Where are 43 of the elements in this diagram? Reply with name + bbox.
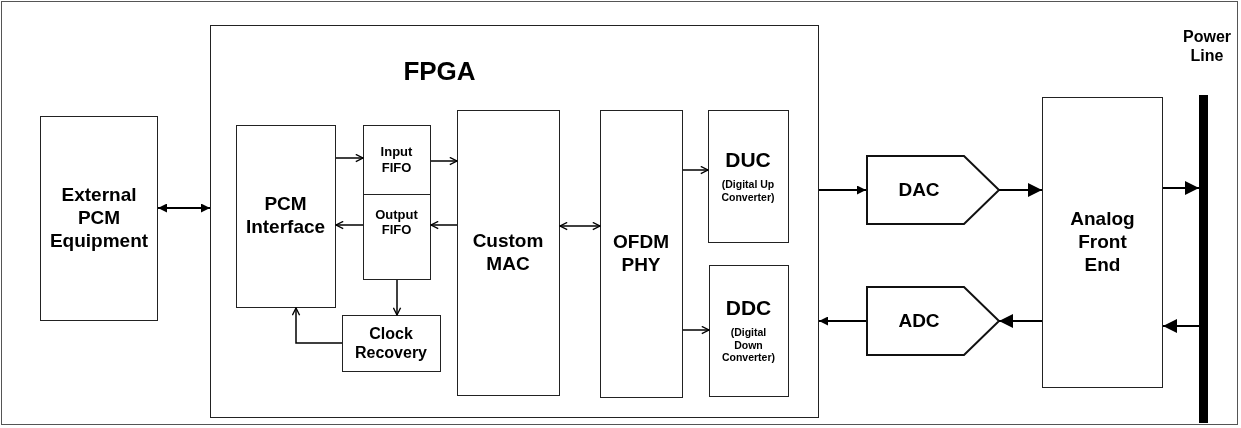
block-label: OFDM PHY: [612, 230, 670, 277]
arrow: [998, 314, 1043, 328]
arrow: [1162, 319, 1200, 333]
block-description: (Digital Up Converter): [720, 178, 776, 204]
arrow: [1162, 181, 1200, 195]
block-label: Output FIFO: [374, 206, 419, 238]
block-box: [456, 109, 560, 396]
arrow: [335, 220, 364, 230]
arrow: [335, 153, 364, 163]
block-box: [1042, 97, 1163, 388]
block-label: PCM Interface: [244, 193, 327, 239]
block-box: [341, 314, 441, 372]
arrow: [430, 156, 458, 166]
block-label: Input FIFO: [379, 143, 414, 176]
block-label: DAC: [898, 178, 940, 202]
block-label: External PCM Equipment: [48, 184, 150, 253]
block-box: [362, 194, 431, 280]
block-label: Analog Front End: [1069, 208, 1136, 277]
arrow: [818, 185, 867, 195]
block-box: [40, 116, 158, 321]
block-label: Custom MAC: [471, 229, 545, 276]
block-label: ADC: [898, 309, 940, 333]
block-label: Clock Recovery: [353, 323, 428, 363]
block-description: (Digital Down Converter): [720, 326, 777, 364]
fpga-container: [210, 25, 819, 418]
arrow: [559, 221, 601, 231]
arrow: [818, 316, 867, 326]
arrow: [682, 165, 709, 175]
block-box: [708, 264, 789, 397]
block-box: [599, 109, 683, 398]
arrow: [998, 183, 1043, 197]
block-box: [707, 109, 789, 243]
block-box: [235, 124, 336, 308]
block-box: [362, 124, 431, 195]
block-label: DDC: [725, 295, 772, 321]
container-title: FPGA: [403, 56, 476, 88]
block-label: DUC: [725, 146, 771, 172]
arrow: [682, 325, 710, 335]
arrow: [157, 203, 211, 213]
arrow: [291, 307, 343, 344]
arrow: [430, 220, 458, 230]
arrow: [392, 279, 402, 316]
block-label: Power Line: [1182, 27, 1232, 66]
